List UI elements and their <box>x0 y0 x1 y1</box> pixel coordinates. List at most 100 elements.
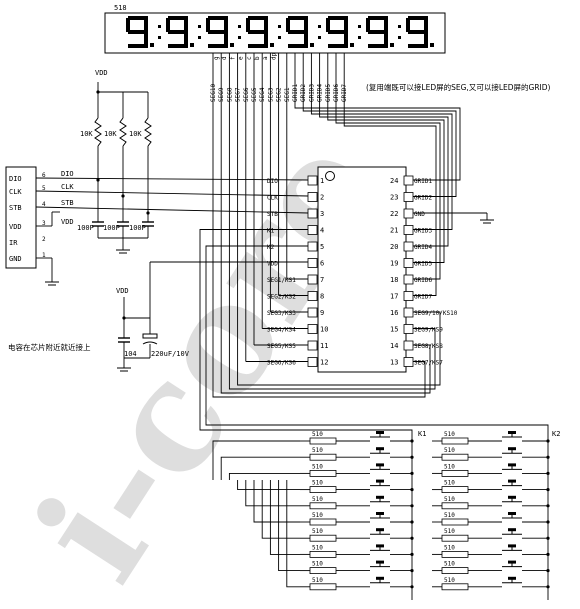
key-resistor-label: 510 <box>312 561 323 568</box>
connector-pin-num: 6 <box>42 172 46 179</box>
key-button <box>376 528 384 532</box>
chip-pin-box <box>403 340 414 351</box>
chip-pin-name: K1 <box>267 228 275 235</box>
grid-note: (复用端既可以接LED屏的SEG,又可以接LED屏的GRID) <box>366 82 551 92</box>
bus-label: SEG1 <box>284 87 291 102</box>
key-resistor <box>309 502 337 510</box>
colon-dot <box>238 36 241 39</box>
chip-pin-name: SEG4/KS4 <box>267 327 296 334</box>
chip-pin-num: 8 <box>320 293 324 301</box>
chip-pin-num: 19 <box>390 260 398 268</box>
bus-label: GRID2 <box>300 84 307 102</box>
chip-pin-box <box>403 175 414 186</box>
bus-label: GRID5 <box>325 84 332 102</box>
key-resistor-label: 510 <box>444 480 455 487</box>
wire <box>205 245 549 600</box>
connector-net-label: CLK <box>61 183 74 191</box>
junction-dot <box>546 504 550 508</box>
digit-dp <box>350 43 354 47</box>
key-resistor <box>441 534 469 542</box>
key-resistor-label: 510 <box>444 496 455 503</box>
chip-pin-name: GRID5 <box>414 261 432 268</box>
chip-pin-num: 3 <box>320 210 324 218</box>
wire <box>261 480 300 539</box>
chip-pin-box <box>307 357 318 367</box>
wire <box>220 456 300 480</box>
digit <box>126 16 161 48</box>
key-button <box>376 544 384 548</box>
wire <box>335 104 441 280</box>
colon-dot <box>398 36 401 39</box>
key-resistor-label: 510 <box>444 577 455 584</box>
chip-pin-num: 7 <box>320 276 324 284</box>
junction-dot <box>546 552 550 557</box>
key-resistor <box>441 551 469 558</box>
key-button <box>376 463 384 467</box>
display-pin-label: f <box>229 56 236 60</box>
colon-dot <box>158 36 161 39</box>
digit <box>166 16 201 48</box>
vdd-top-label: VDD <box>95 69 108 77</box>
connector-pin-num: 1 <box>42 252 46 259</box>
colon-dot <box>398 25 401 28</box>
wire <box>35 190 309 197</box>
pin1-marker <box>325 171 335 181</box>
driver-chip: 1DIO2CLK3STB4K15K26VDD7SEG1/KS18SEG2/KS2… <box>267 166 458 373</box>
chip-pin-box <box>403 241 414 252</box>
chip-pin-num: 11 <box>320 342 328 350</box>
key-resistor-label: 510 <box>444 431 455 438</box>
digit-dp <box>150 43 154 47</box>
junction-dot <box>410 488 414 492</box>
key-button <box>376 431 384 434</box>
bus-label: SEG7 <box>235 87 242 102</box>
key-resistor-label: 510 <box>312 544 323 551</box>
display-pin-label: dp <box>270 52 277 60</box>
chip-pin-num: 16 <box>390 309 398 317</box>
colon-dot <box>278 25 281 28</box>
bus-label: SEG10 <box>210 84 217 102</box>
key-resistor <box>309 567 337 574</box>
connector-pin-name: GND <box>9 255 22 263</box>
chip-pin-box <box>403 274 414 285</box>
key-button <box>376 447 384 451</box>
k1-label: K1 <box>418 430 426 438</box>
chip-pin-num: 10 <box>320 326 328 334</box>
chip-pin-num: 24 <box>390 177 398 185</box>
key-resistor-label: 510 <box>312 577 323 584</box>
wire <box>35 177 309 181</box>
key-resistor <box>309 518 337 526</box>
chip-pin-box <box>307 340 318 351</box>
resistor-label-1: 10K <box>80 130 93 138</box>
connector-net-label: STB <box>61 199 74 207</box>
key-button <box>508 479 516 483</box>
bus-label: GRID1 <box>292 84 299 102</box>
cap-label-2: 100P <box>103 224 120 232</box>
chip-pin-box <box>307 307 318 318</box>
junction-dot <box>96 178 100 182</box>
chip-pin-num: 14 <box>390 342 398 350</box>
display-pin-label: e <box>238 56 245 60</box>
led-display: 518 <box>104 4 446 54</box>
colon-dot <box>198 25 201 28</box>
display-pin-label: a <box>262 56 269 60</box>
chip-pin-box <box>403 208 414 219</box>
key-resistor <box>441 583 469 591</box>
connector-pin-num: 5 <box>42 185 46 192</box>
wire <box>212 128 426 398</box>
chip-pin-num: 5 <box>320 243 324 251</box>
bus-label: SEG5 <box>251 87 258 102</box>
key-button <box>376 479 384 483</box>
key-button <box>376 512 384 515</box>
bus-label: GRID6 <box>333 84 340 102</box>
key-resistor-label: 510 <box>312 496 323 503</box>
junction-dot <box>546 488 550 492</box>
colon-dot <box>238 25 241 28</box>
chip-pin-name: STB <box>267 211 278 218</box>
chip-pin-box <box>307 324 318 334</box>
key-resistor <box>309 486 337 494</box>
chip-pin-box <box>307 258 318 268</box>
junction-dot <box>121 194 125 198</box>
junction-dot <box>410 455 414 459</box>
wire <box>269 480 300 555</box>
